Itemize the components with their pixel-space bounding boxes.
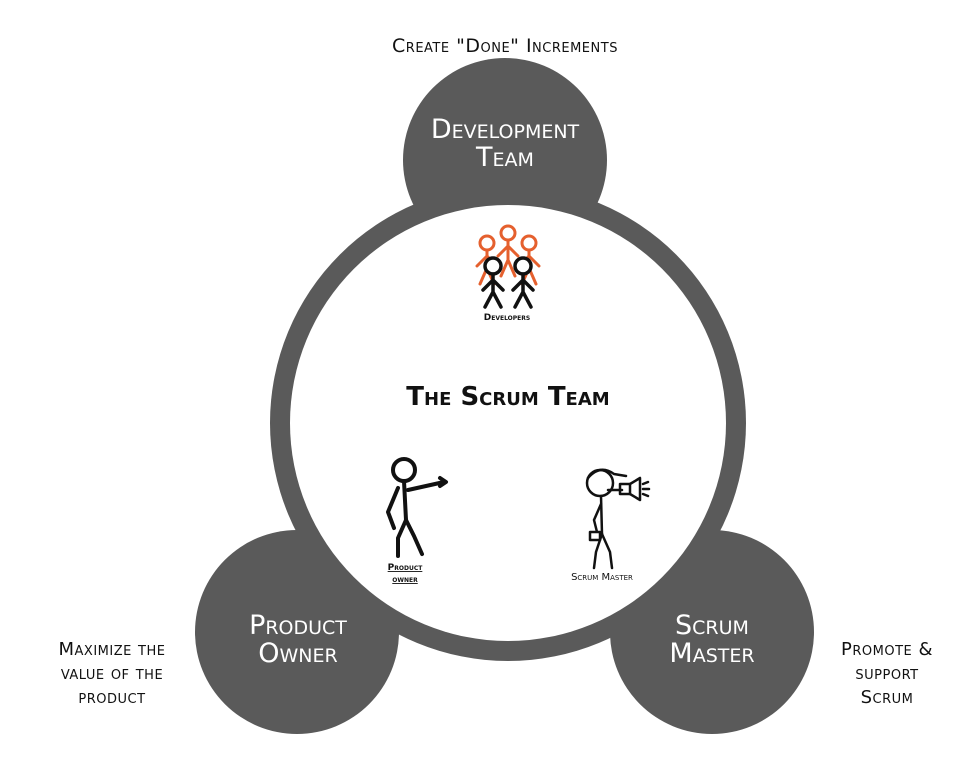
development-team-label-line2: Team — [475, 142, 534, 173]
scrum-master-icon-label: Scrum Master — [571, 572, 633, 583]
scrum-master-note-line2: support — [855, 663, 918, 684]
product-owner-circle — [195, 530, 399, 734]
product-owner-note-line1: Maximize the — [59, 639, 166, 660]
megaphone-person-icon — [585, 468, 651, 570]
product-owner-label-line1: Product — [249, 610, 347, 641]
scrum-master-label-line2: Master — [669, 638, 754, 669]
scrum-team-inner-circle — [290, 205, 726, 641]
scrum-master-label-line1: Scrum — [675, 610, 749, 641]
scrum-team-title: The Scrum Team — [406, 382, 609, 412]
developers-icon-label: Developers — [484, 313, 530, 323]
product-owner-note-line3: product — [78, 687, 145, 708]
product-owner-icon-label-line1: Product — [388, 563, 424, 573]
developers-group-icon — [475, 224, 541, 309]
development-team-note: Create "Done" Increments — [392, 35, 618, 57]
scrum-master-circle — [610, 530, 814, 734]
product-owner-note-line2: value of the — [61, 663, 163, 684]
pointing-person-icon — [386, 457, 448, 558]
scrum-master-note-line3: Scrum — [861, 687, 914, 708]
development-team-label-line1: Development — [431, 114, 580, 145]
product-owner-icon-label-line2: owner — [392, 575, 418, 585]
scrum-master-note-line1: Promote & — [841, 639, 933, 660]
product-owner-label-line2: Owner — [258, 638, 337, 669]
